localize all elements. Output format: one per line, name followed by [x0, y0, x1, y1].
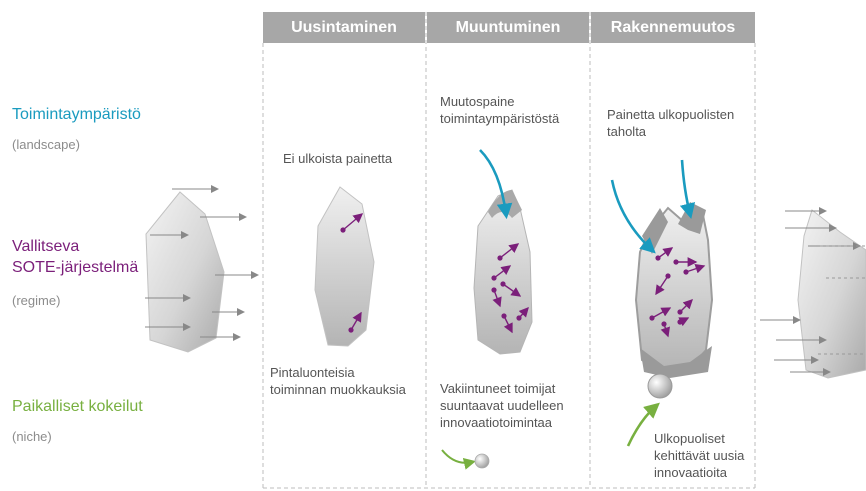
col1-bottom-note-line2: toiminnan muokkauksia	[270, 381, 406, 398]
landscape-sub: (landscape)	[12, 137, 80, 152]
col3-bottom-note-line3: innovaatioita	[654, 464, 727, 481]
col2-top-note-line2: toimintaympäristöstä	[440, 110, 559, 127]
col3-bottom-note-line2: kehittävät uusia	[654, 447, 744, 464]
regime-shape-left	[145, 189, 258, 352]
col3-bottom-note-line1: Ulkopuoliset	[654, 430, 725, 447]
landscape-title: Toimintaympäristö	[12, 104, 141, 125]
col2-top-note-line1: Muutospaine	[440, 93, 514, 110]
regime-title-line2: SOTE-järjestelmä	[12, 257, 138, 278]
col2-bottom-note-line3: innovaatiotoimintaa	[440, 414, 552, 431]
col1-top-note: Ei ulkoista painetta	[283, 150, 392, 167]
regime-sub: (regime)	[12, 293, 60, 308]
niche-title: Paikalliset kokeilut	[12, 396, 143, 417]
col3-top-note-line2: taholta	[607, 123, 646, 140]
col2-bottom-note-line2: suuntaavat uudelleen	[440, 397, 564, 414]
regime-title-line1: Vallitseva	[12, 236, 79, 257]
niche-sub: (niche)	[12, 429, 52, 444]
regime-shape-uusintaminen	[315, 187, 374, 346]
col2-bottom-note-line1: Vakiintuneet toimijat	[440, 380, 555, 397]
col1-bottom-note-line1: Pintaluonteisia	[270, 364, 355, 381]
regime-shape-right	[760, 210, 866, 378]
col3-top-note-line1: Painetta ulkopuolisten	[607, 106, 734, 123]
regime-shape-rakennemuutos	[612, 160, 712, 446]
